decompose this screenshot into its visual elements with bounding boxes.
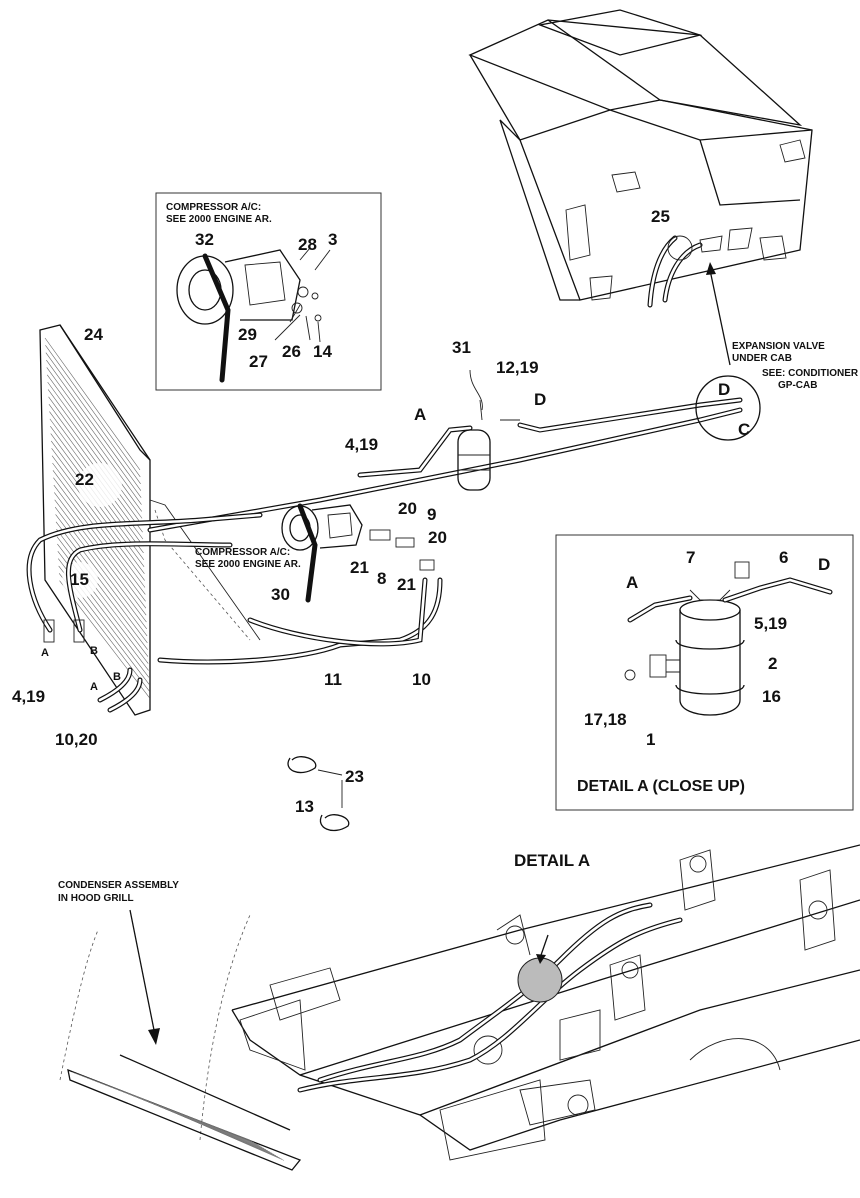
callout-20-right: 20 (428, 528, 447, 547)
callout-14: 14 (313, 342, 332, 361)
hose-clamps: 23 13 (287, 756, 364, 831)
callout-12-19: 12,19 (496, 358, 539, 377)
callout-10-20: 10,20 (55, 730, 98, 749)
expansion-note-line2: UNDER CAB (732, 353, 792, 364)
compressor-inset: COMPRESSOR A/C: SEE 2000 ENGINE AR. 32 2… (155, 192, 382, 391)
callout-9: 9 (427, 505, 436, 524)
detail-label-d: D (818, 555, 830, 574)
callout-32: 32 (195, 230, 214, 249)
compressor-inset-note-line1: COMPRESSOR A/C: (166, 202, 261, 213)
detail-a-pointer-label: DETAIL A (514, 851, 590, 870)
callout-22: 22 (75, 470, 94, 489)
detail-callout-17-18: 17,18 (584, 710, 627, 729)
callout-31: 31 (452, 338, 471, 357)
callout-29: 29 (238, 325, 257, 344)
callout-15: 15 (70, 570, 89, 589)
callout-4-19: 4,19 (12, 687, 45, 706)
cab-underside-drawing (468, 9, 813, 308)
compressor-main-note-line1: COMPRESSOR A/C: (195, 547, 290, 558)
detail-label-a: A (626, 573, 638, 592)
receiver-dryer: 31 12,19 A D 4,19 (345, 338, 546, 491)
machine-chassis-drawing: DETAIL A (231, 844, 860, 1161)
callout-8: 8 (377, 569, 386, 588)
hood-grill-condenser: CONDENSER ASSEMBLY IN HOOD GRILL (58, 880, 302, 1171)
callout-21-left: 21 (350, 558, 369, 577)
expansion-note-line3: SEE: CONDITIONER (762, 368, 859, 379)
expansion-valve-callout: D C EXPANSION VALVE UNDER CAB SEE: CONDI… (651, 207, 859, 441)
label-d-top: D (534, 390, 546, 409)
callout-25: 25 (651, 207, 670, 226)
condenser-port-labels: A B A B 4,19 10,20 (12, 645, 121, 749)
callout-30: 30 (271, 585, 290, 604)
refrigerant-hoses (26, 397, 743, 713)
expansion-note-line4: GP-CAB (778, 380, 817, 391)
detail-callout-16: 16 (762, 687, 781, 706)
port-label-b: B (90, 645, 98, 657)
port-label-a: A (41, 647, 49, 659)
callout-24: 24 (84, 325, 103, 344)
detail-callout-5-19: 5,19 (754, 614, 787, 633)
port-label-b2: B (113, 671, 121, 683)
detail-a-box: 7 6 A D 5,19 2 16 17,18 1 DETAIL A (CLOS… (555, 534, 854, 811)
detail-callout-7: 7 (686, 548, 695, 567)
detail-callout-6: 6 (779, 548, 788, 567)
condenser-note-line2: IN HOOD GRILL (58, 893, 134, 904)
callout-28: 28 (298, 235, 317, 254)
detail-callout-1: 1 (646, 730, 655, 749)
label-d-circle: D (718, 380, 730, 399)
callout-4-19-top: 4,19 (345, 435, 378, 454)
main-compressor: COMPRESSOR A/C: SEE 2000 ENGINE AR. 20 9… (195, 499, 447, 689)
callout-21-right: 21 (397, 575, 416, 594)
detail-callout-2: 2 (768, 654, 777, 673)
callout-3: 3 (328, 230, 337, 249)
callout-20-upper: 20 (398, 499, 417, 518)
callout-11: 11 (324, 670, 342, 689)
callout-23: 23 (345, 767, 364, 786)
port-label-a2: A (90, 681, 98, 693)
compressor-inset-note-line2: SEE 2000 ENGINE AR. (166, 214, 272, 225)
callout-26: 26 (282, 342, 301, 361)
compressor-main-note-line2: SEE 2000 ENGINE AR. (195, 559, 301, 570)
callout-27: 27 (249, 352, 268, 371)
label-a-top: A (414, 405, 426, 424)
callout-13: 13 (295, 797, 314, 816)
callout-10: 10 (412, 670, 431, 689)
label-c-circle: C (738, 420, 750, 439)
condenser-note-line1: CONDENSER ASSEMBLY (58, 880, 179, 891)
detail-a-title: DETAIL A (CLOSE UP) (577, 778, 745, 795)
expansion-note-line1: EXPANSION VALVE (732, 341, 825, 352)
